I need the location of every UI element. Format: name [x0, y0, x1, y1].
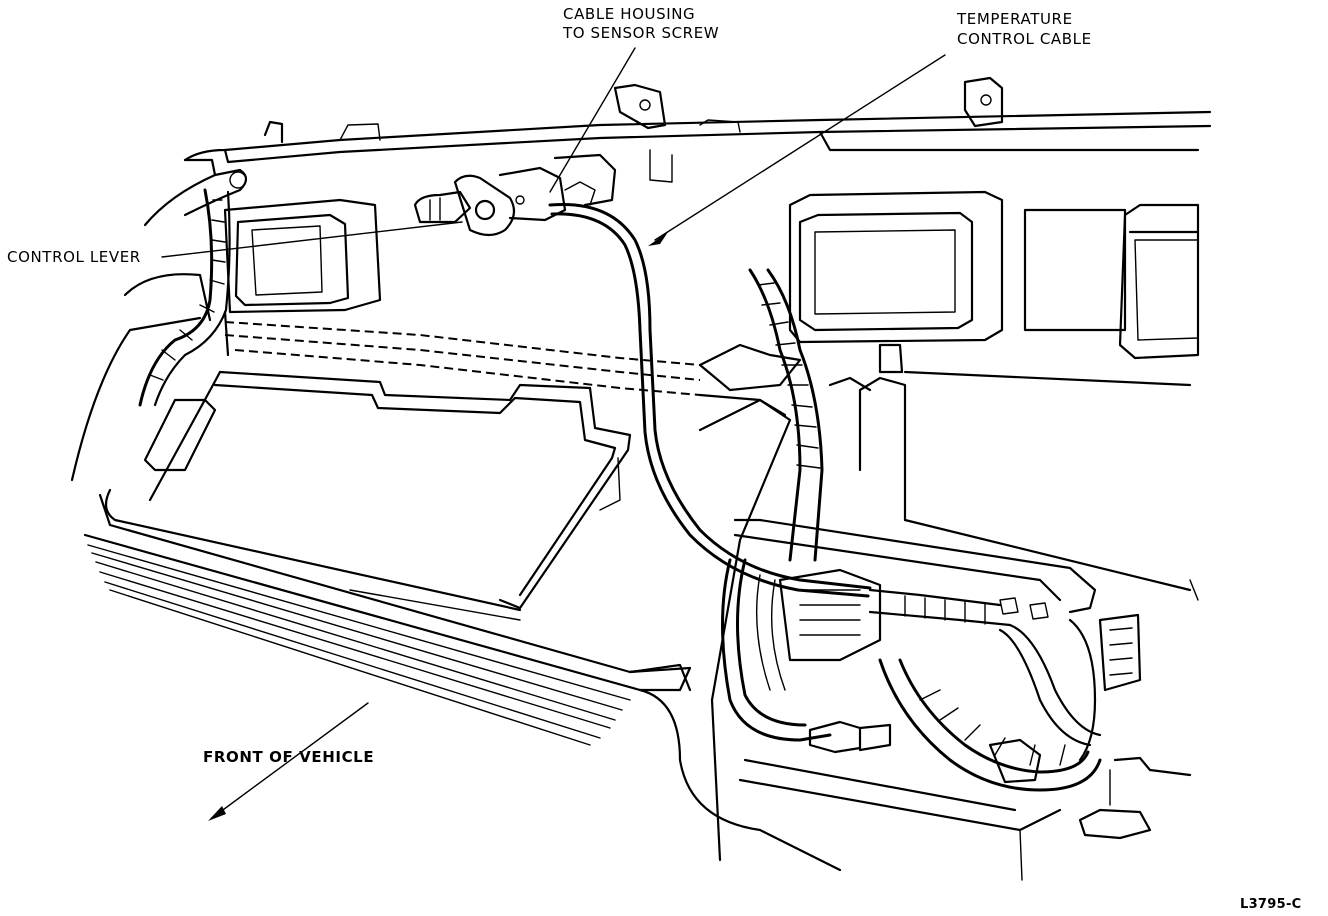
- temperature-sensor-assembly: [413, 153, 617, 237]
- figure-id-label: L3795-C: [1240, 897, 1302, 912]
- glovebox-opening: [104, 370, 632, 621]
- temperature-cable-label-line1: TEMPERATURE: [957, 10, 1073, 28]
- cable-housing-label-line2: TO SENSOR SCREW: [563, 24, 720, 42]
- control-lever-label: CONTROL LEVER: [7, 248, 141, 266]
- cable-housing-label-line1: CABLE HOUSING: [563, 5, 696, 23]
- left-air-vent: [223, 198, 382, 314]
- wiring-harness: [698, 268, 1192, 840]
- front-of-vehicle-label: FRONT OF VEHICLE: [203, 748, 375, 766]
- right-air-vent: [1023, 203, 1200, 360]
- lower-trim-rail: [83, 493, 842, 872]
- left-side-panel: [70, 158, 248, 482]
- temperature-cable-label-line2: CONTROL CABLE: [957, 30, 1092, 48]
- center-console: [698, 343, 1199, 881]
- center-air-vent: [788, 190, 1004, 344]
- temperature-control-cable: [548, 202, 872, 598]
- callout-leaders: [161, 47, 946, 821]
- upper-dash-rail: [183, 76, 1212, 183]
